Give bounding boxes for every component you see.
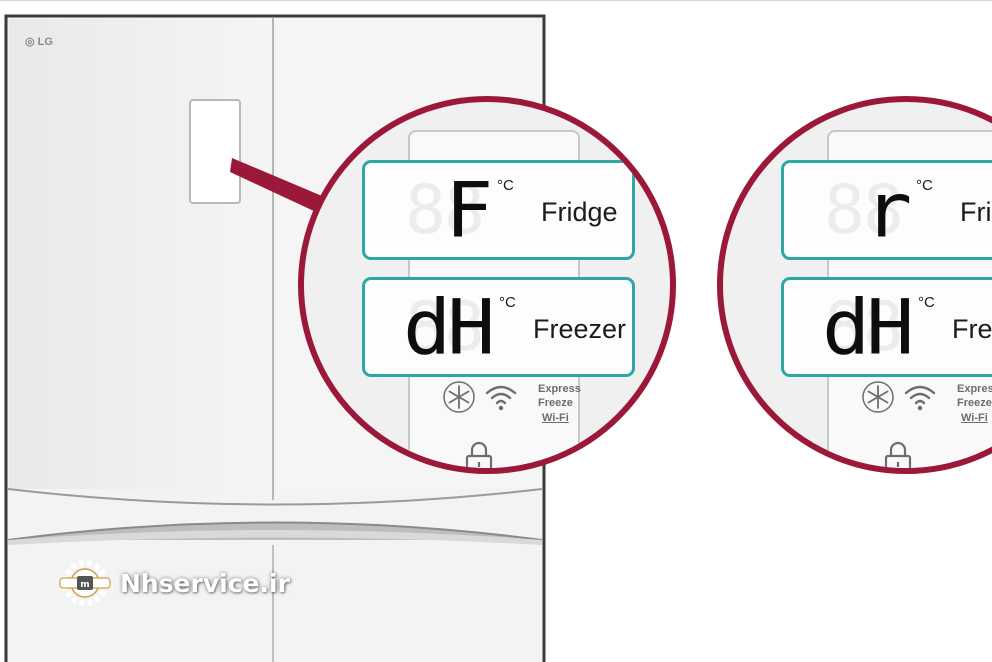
wifi-icon	[485, 385, 517, 411]
freezer-unit: °C	[499, 294, 516, 311]
fridge-label: Fridge	[541, 197, 618, 227]
brand-logo-text: LG	[37, 36, 53, 48]
fridge-display: 88 F °C Fridge	[362, 160, 635, 260]
wifi-label: Wi-Fi	[542, 412, 569, 424]
svg-text:m: m	[80, 580, 89, 590]
snowflake-icon	[443, 381, 475, 413]
express-label: Express	[538, 383, 581, 395]
brand-logo: ◎ LG	[25, 35, 53, 48]
freezer-label: Freezer	[952, 314, 992, 344]
gear-logo-icon: m	[59, 560, 111, 606]
watermark-text: Nhservice.ir	[120, 568, 290, 598]
lg-logo-icon: ◎	[25, 36, 35, 48]
wifi-label: Wi-Fi	[961, 412, 988, 424]
freezer-code: dH	[403, 283, 495, 372]
watermark: m Nhservice.ir	[56, 556, 290, 610]
freezer-display: 88 dH °C Freezer	[362, 277, 635, 377]
lock-icon	[465, 441, 493, 468]
drawer-top-edge	[7, 488, 543, 506]
freeze-label: Freeze	[957, 397, 992, 409]
wifi-icon	[904, 385, 936, 411]
fridge-unit: °C	[497, 177, 514, 194]
lock-icon	[884, 441, 912, 468]
fridge-code: r	[864, 166, 912, 255]
freezer-label: Freezer	[533, 314, 627, 344]
freeze-label: Freeze	[538, 397, 573, 409]
fridge-code: F	[445, 166, 493, 255]
snowflake-icon	[862, 381, 894, 413]
zoom-circle-left: 88 F °C Fridge 88 dH °C Freezer Express …	[298, 96, 676, 474]
freezer-display: 88 dH °C Freezer	[781, 277, 992, 377]
freezer-ghost-digits: 88	[824, 288, 904, 367]
display-panel-small	[189, 99, 241, 204]
lock-label: Lock	[542, 461, 568, 473]
fridge-ghost-digits: 88	[824, 171, 904, 250]
freezer-code: dH	[822, 283, 914, 372]
fridge-unit: °C	[916, 177, 933, 194]
left-door	[9, 19, 271, 489]
lock-label: Lock	[961, 461, 987, 473]
fridge-label: Fridge	[960, 197, 992, 227]
freezer-unit: °C	[918, 294, 935, 311]
fridge-ghost-digits: 88	[405, 171, 485, 250]
express-label: Express	[957, 383, 992, 395]
freezer-ghost-digits: 88	[405, 288, 485, 367]
fridge-display: 88 r °C Fridge	[781, 160, 992, 260]
zoom-pointer	[230, 158, 322, 212]
